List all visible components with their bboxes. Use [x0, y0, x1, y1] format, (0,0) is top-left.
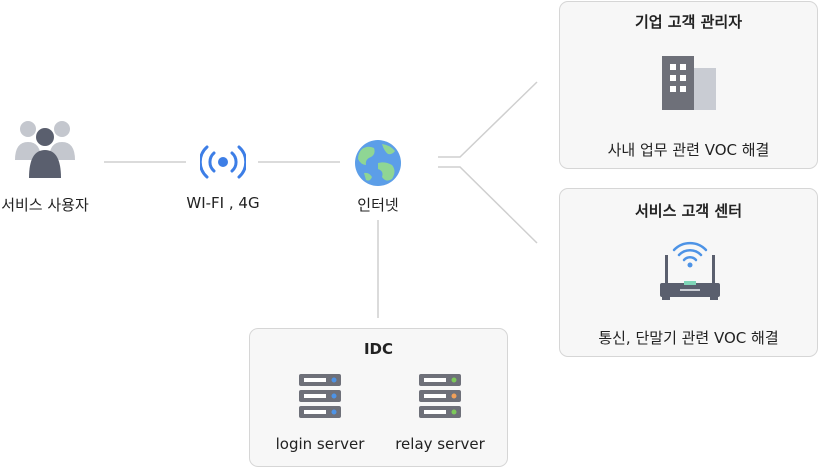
service-box-caption: 통신, 단말기 관련 VOC 해결 [598, 329, 779, 347]
relay-server-label: relay server [395, 435, 485, 453]
users-icon [15, 121, 75, 178]
office-building-icon [662, 56, 716, 110]
server-icon [299, 374, 341, 418]
idc-box: IDC login server relay server [249, 328, 508, 467]
globe-icon [355, 140, 401, 186]
service-center-box: 서비스 고객 센터 통신, 단말기 관련 VOC 해결 [559, 188, 818, 357]
idc-box-title: IDC [363, 340, 394, 358]
users-node [14, 120, 76, 178]
enterprise-manager-box: 기업 고객 관리자 사내 업무 관련 VOC 해결 [559, 1, 818, 169]
enterprise-box-title: 기업 고객 관리자 [634, 13, 743, 31]
service-box-title: 서비스 고객 센터 [634, 202, 743, 220]
server-icon [419, 374, 461, 418]
wifi-router-icon [660, 241, 720, 300]
internet-label: 인터넷 [357, 196, 399, 214]
enterprise-box-caption: 사내 업무 관련 VOC 해결 [607, 141, 770, 159]
wifi-label: WI-FI , 4G [186, 194, 260, 212]
wireless-signal-icon [200, 145, 246, 179]
line-internet-service [438, 166, 538, 244]
wifi-node [200, 144, 246, 180]
login-server-label: login server [275, 435, 365, 453]
line-internet-enterprise [438, 81, 538, 158]
internet-node [354, 139, 402, 187]
users-label: 서비스 사용자 [1, 196, 89, 214]
